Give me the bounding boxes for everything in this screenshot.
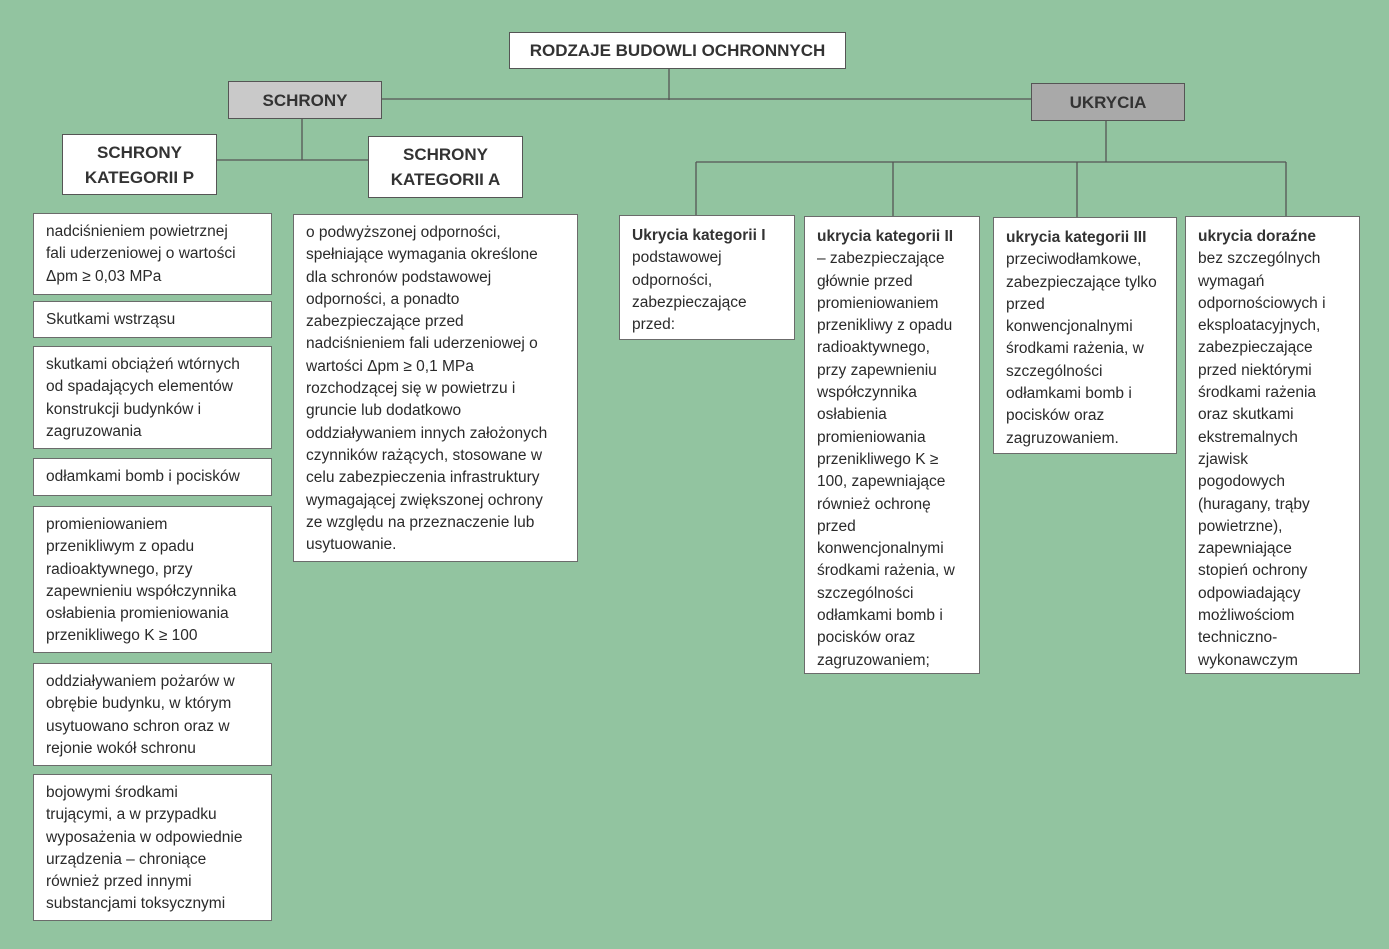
ukrycia-dorazne: ukrycia doraźne bez szczególnych wymagań… — [1185, 216, 1360, 674]
kategoria-p-item-2: Skutkami wstrząsu — [33, 301, 272, 338]
ukrycia-kategorii-1-title: Ukrycia kategorii I — [632, 227, 766, 244]
ukrycia-kategorii-2-title: ukrycia kategorii II — [817, 228, 954, 245]
ukrycia-kategorii-3: ukrycia kategorii III przeciwodłamkowe, … — [993, 217, 1177, 454]
ukrycia-kategorii-2: ukrycia kategorii II – zabezpieczające g… — [804, 216, 980, 674]
kategoria-p-item-4: odłamkami bomb i pocisków — [33, 458, 272, 496]
kategoria-a-description: o podwyższonej odporności, spełniające w… — [293, 214, 578, 562]
root-title: RODZAJE BUDOWLI OCHRONNYCH — [509, 32, 846, 69]
ukrycia-kategorii-2-body: – zabezpieczające głównie przed promieni… — [817, 250, 955, 669]
ukrycia-kategorii-3-body: przeciwodłamkowe, zabezpieczające tylko … — [1006, 251, 1157, 447]
ukrycia-kategorii-1-body: podstawowej odporności, zabezpieczające … — [632, 249, 747, 334]
ukrycia-dorazne-body: bez szczególnych wymagań odpornościowych… — [1198, 250, 1326, 669]
ukrycia-kategorii-1: Ukrycia kategorii I podstawowej odpornoś… — [619, 215, 795, 340]
ukrycia-kategorii-3-title: ukrycia kategorii III — [1006, 229, 1147, 246]
kategoria-p-item-6: oddziaływaniem pożarów w obrębie budynku… — [33, 663, 272, 766]
ukrycia-header: UKRYCIA — [1031, 83, 1185, 121]
kategoria-p-item-1: nadciśnieniem powietrznej fali uderzenio… — [33, 213, 272, 295]
schrony-header: SCHRONY — [228, 81, 382, 119]
schrony-kategorii-a-header: SCHRONY KATEGORII A — [368, 136, 523, 198]
kategoria-p-item-7: bojowymi środkami trującymi, a w przypad… — [33, 774, 272, 921]
kategoria-p-item-3: skutkami obciążeń wtórnych od spadającyc… — [33, 346, 272, 449]
kategoria-p-item-5: promieniowaniem przenikliwym z opadu rad… — [33, 506, 272, 653]
ukrycia-dorazne-title: ukrycia doraźne — [1198, 228, 1317, 245]
schrony-kategorii-p-header: SCHRONY KATEGORII P — [62, 134, 217, 195]
